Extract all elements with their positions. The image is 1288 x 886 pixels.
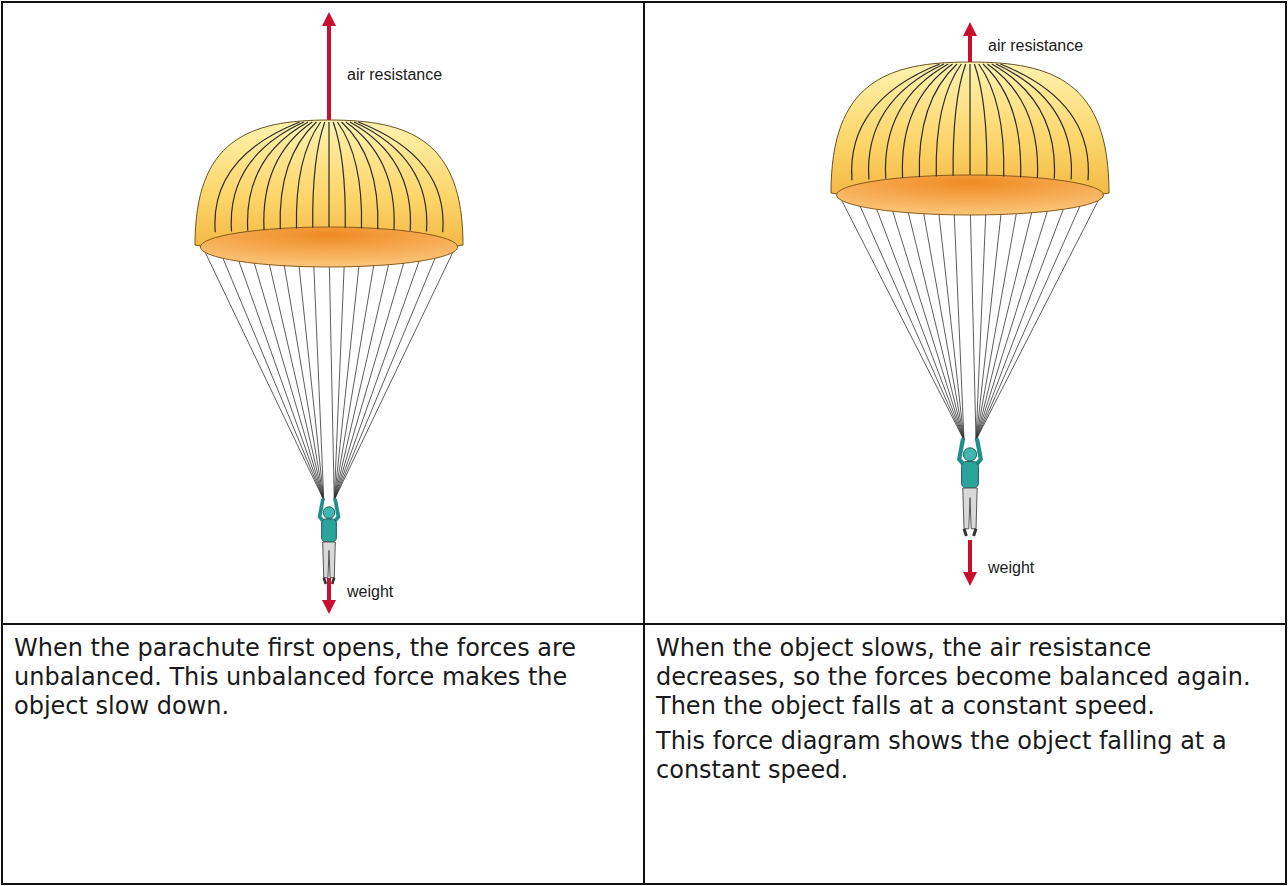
suspension-line	[887, 195, 964, 441]
canopy-seam	[296, 122, 320, 229]
canopy-seam	[953, 64, 966, 176]
suspension-line	[970, 197, 976, 440]
canopy-seam	[215, 122, 300, 232]
canopy-seam	[358, 122, 443, 232]
canopy-seam	[852, 64, 940, 180]
canopy-underside	[837, 175, 1104, 215]
suspension-line	[334, 247, 392, 500]
suspension-line	[334, 248, 376, 501]
force-label: weight	[347, 583, 393, 601]
parachute	[831, 62, 1109, 440]
suspension-line	[920, 196, 964, 441]
canopy-seam	[979, 64, 1004, 177]
suspension-line	[281, 248, 323, 501]
suspension-line	[334, 245, 456, 500]
suspension-line	[329, 249, 334, 500]
suspension-line	[202, 245, 324, 500]
force-label: air resistance	[988, 37, 1083, 55]
canopy-seam	[264, 122, 312, 230]
canopy-seam	[969, 64, 970, 175]
explanation-text: This force diagram shows the object fall…	[656, 727, 1274, 785]
suspension-line	[976, 193, 1102, 440]
suspension-line	[976, 195, 1053, 441]
table-divider	[2, 623, 1286, 625]
canopy-seam	[936, 64, 961, 177]
canopy-seam	[313, 122, 325, 228]
suspension-line	[976, 195, 1036, 440]
canopy-seam	[983, 64, 1021, 177]
canopy-seam	[992, 64, 1055, 179]
canopy-seam	[974, 64, 987, 176]
suspension-line	[334, 246, 440, 501]
text-cell: When the parachute first opens, the forc…	[2, 624, 644, 884]
arrow-head	[322, 600, 336, 614]
suspension-line	[234, 246, 324, 500]
arrow-head	[963, 22, 977, 36]
canopy-seam	[346, 122, 394, 230]
canopy-seam	[354, 122, 427, 232]
canopy-seam	[333, 122, 345, 228]
force-label: weight	[988, 559, 1034, 577]
parachutist	[320, 500, 339, 584]
arrow-head	[322, 12, 336, 26]
arrow-head	[963, 572, 977, 586]
suspension-line	[838, 193, 964, 440]
parachute	[195, 120, 463, 500]
force-arrow	[968, 540, 972, 576]
suspension-line	[313, 249, 324, 501]
force-arrow	[327, 22, 331, 120]
suspension-line	[953, 197, 964, 441]
canopy-seam	[902, 64, 952, 178]
suspension-line	[854, 194, 964, 441]
suspension-line	[976, 194, 1069, 440]
force-label: air resistance	[347, 66, 442, 84]
canopy-underside	[200, 227, 457, 267]
suspension-line	[937, 196, 964, 440]
canopy-seam	[328, 122, 329, 227]
canopy-seam	[350, 122, 411, 231]
suspension-line	[976, 196, 1020, 441]
suspension-line	[904, 195, 964, 440]
force-arrow	[968, 32, 972, 62]
suspension-line	[297, 248, 324, 500]
canopy-seam	[248, 122, 309, 231]
canopy-seam	[1000, 64, 1088, 180]
explanation-text: When the parachute first opens, the forc…	[14, 634, 632, 721]
canopy-seam	[996, 64, 1071, 180]
suspension-line	[871, 194, 964, 440]
suspension-line	[218, 246, 324, 501]
parachutist	[959, 440, 981, 536]
text-cell: When the object slows, the air resistanc…	[644, 624, 1286, 884]
suspension-line	[265, 247, 323, 500]
explanation-text: When the object slows, the air resistanc…	[656, 634, 1274, 721]
canopy-seam	[337, 122, 361, 229]
suspension-line	[334, 246, 424, 500]
table-divider	[643, 2, 645, 884]
suspension-line	[976, 194, 1086, 441]
suspension-line	[249, 247, 323, 501]
canopy-seam	[885, 64, 948, 179]
suspension-line	[334, 247, 408, 501]
canopy-seam	[987, 64, 1037, 178]
canopy-seam	[342, 122, 378, 229]
